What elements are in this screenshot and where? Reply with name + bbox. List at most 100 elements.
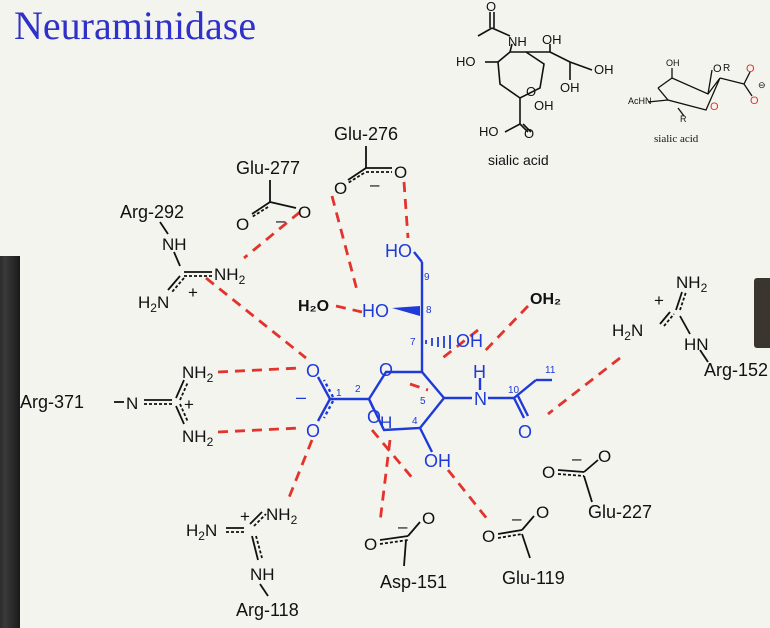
svg-text:⊖: ⊖ [758, 80, 766, 90]
svg-text:HO: HO [479, 124, 499, 139]
residue-arg292 [159, 221, 212, 293]
svg-text:O: O [526, 84, 536, 99]
svg-text:OH: OH [424, 451, 451, 471]
arg152-h2n: H2N [612, 321, 643, 343]
svg-text:OH: OH [666, 58, 680, 68]
arg152-nh2: NH2 [676, 273, 708, 295]
asp151-minus: – [398, 517, 408, 536]
svg-text:O: O [750, 95, 759, 107]
svg-text:O: O [710, 101, 719, 113]
svg-text:4: 4 [412, 416, 418, 427]
ligand-wedge-bond [392, 306, 420, 316]
residue-glu277 [251, 180, 297, 218]
arg371-plus: + [184, 395, 194, 414]
residue-arg152 [659, 291, 709, 363]
svg-text:O: O [367, 407, 381, 427]
svg-text:O: O [379, 360, 393, 380]
sialic-acid-chair [647, 68, 753, 117]
arg118-nh: NH [250, 565, 275, 584]
residue-arg371 [114, 379, 189, 425]
residue-arg118 [226, 511, 269, 597]
svg-text:O: O [518, 422, 532, 442]
svg-text:5: 5 [420, 396, 426, 407]
ligand-labels: HO HO OH O O O O H OH N H O [306, 241, 532, 471]
arg292-nh2: NH2 [214, 265, 246, 287]
svg-text:R: R [680, 114, 687, 124]
residue-arg371-label: Arg-371 [20, 392, 84, 412]
glu227-o2: O [598, 447, 611, 466]
svg-text:O: O [306, 421, 320, 441]
water-molecule-2: OH₂ [530, 291, 561, 308]
residue-asp151 [379, 521, 421, 567]
residue-asp151-label: Asp-151 [380, 572, 447, 592]
svg-text:10: 10 [508, 385, 520, 396]
arg152-plus: + [654, 291, 664, 310]
residue-arg292-label: Arg-292 [120, 202, 184, 222]
svg-text:O: O [524, 126, 534, 141]
sialic-acid-chair-caption: sialic acid [654, 133, 699, 145]
glu227-minus: – [572, 449, 582, 468]
svg-text:NH: NH [508, 34, 527, 49]
arg371-nh2-bottom: NH2 [182, 427, 214, 449]
residue-glu227 [557, 459, 599, 503]
glu276-o1: O [334, 179, 347, 198]
svg-text:H: H [380, 413, 392, 432]
glu227-o1: O [542, 463, 555, 482]
hydrogen-bonds [205, 181, 621, 523]
arg152-hn: HN [684, 335, 709, 354]
svg-text:7: 7 [410, 337, 416, 348]
residue-arg118-label: Arg-118 [236, 600, 299, 620]
arg118-plus: + [240, 507, 250, 526]
asp151-o1: O [364, 535, 377, 554]
glu277-minus: – [276, 211, 286, 230]
svg-text:O: O [746, 63, 755, 75]
glu277-o2: O [298, 203, 311, 222]
right-edge-image-fragment [754, 278, 770, 348]
sialic-acid-labels: O NH OH HO OH OH O OH HO O [456, 0, 614, 141]
atom-numbers: 1 2 4 5 7 8 9 10 11 [336, 272, 556, 427]
arg292-nh: NH [162, 235, 187, 254]
svg-text:HO: HO [456, 54, 476, 69]
svg-text:11: 11 [545, 365, 556, 376]
arg292-plus: + [188, 283, 198, 302]
residue-glu277-label: Glu-277 [236, 158, 300, 178]
svg-text:AcHN: AcHN [628, 96, 652, 106]
arg118-h2n: H2N [186, 521, 217, 543]
svg-text:OH: OH [542, 32, 562, 47]
glu119-o2: O [536, 503, 549, 522]
svg-text:HO: HO [362, 301, 389, 321]
svg-text:OH: OH [534, 98, 554, 113]
svg-text:H: H [473, 362, 486, 382]
arg371-nh2-top: NH2 [182, 363, 214, 385]
glu119-o1: O [482, 527, 495, 546]
svg-text:O: O [306, 361, 320, 381]
svg-text:8: 8 [426, 305, 432, 316]
glu277-o1: O [236, 215, 249, 234]
svg-text:OH: OH [560, 80, 580, 95]
arg292-h2n: H2N [138, 293, 169, 315]
svg-text:O: O [713, 63, 722, 75]
residue-glu276 [347, 146, 392, 184]
glu276-minus: – [370, 175, 380, 194]
svg-text:1: 1 [336, 388, 342, 399]
glu276-o2: O [394, 163, 407, 182]
svg-text:O: O [486, 0, 496, 14]
svg-text:HO: HO [385, 241, 412, 261]
svg-text:OH: OH [456, 331, 483, 351]
svg-text:R: R [723, 63, 730, 74]
protein-image-fragment [0, 256, 20, 628]
arg118-nh2: NH2 [266, 505, 298, 527]
residue-arg152-label: Arg-152 [704, 360, 768, 380]
ligand-bonds [316, 251, 552, 453]
sialic-acid-caption: sialic acid [488, 152, 549, 168]
svg-text:OH: OH [594, 62, 614, 77]
water-molecule: H₂O [298, 298, 329, 315]
residue-glu276-label: Glu-276 [334, 124, 398, 144]
residue-glu119 [497, 515, 535, 559]
residue-glu119-label: Glu-119 [502, 568, 565, 588]
residue-glu227-label: Glu-227 [588, 502, 652, 522]
sialic-acid-structure [477, 12, 593, 133]
